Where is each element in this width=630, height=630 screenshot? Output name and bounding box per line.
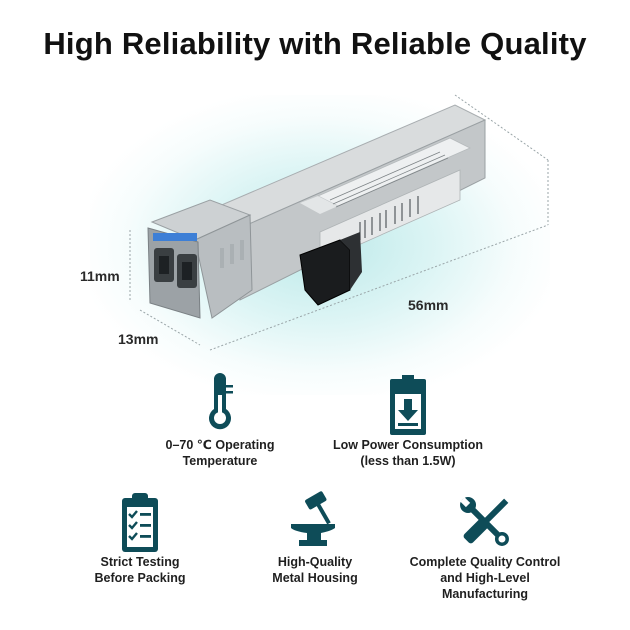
feature-metal-line1: High-Quality <box>277 555 353 569</box>
feature-temperature-line1: 0–70 ℃ Operating <box>165 438 275 452</box>
feature-temperature-line2: Temperature <box>182 454 258 468</box>
feature-quality-control: Complete Quality Control and High-Level … <box>395 490 575 602</box>
page-title: High Reliability with Reliable Quality <box>43 26 587 61</box>
feature-power-line1: Low Power Consumption <box>333 438 483 452</box>
sfp-module-illustration <box>129 94 549 351</box>
feature-quality-line1: Complete Quality Control <box>409 555 561 569</box>
anvil-hammer-icon <box>291 491 335 546</box>
clipboard-checklist-icon <box>122 493 158 552</box>
feature-power: Low Power Consumption (less than 1.5W) <box>318 373 498 469</box>
feature-metal-housing: High-Quality Metal Housing <box>245 490 385 586</box>
dimension-height-label: 11mm <box>80 268 120 284</box>
feature-metal-line2: Metal Housing <box>272 571 358 585</box>
feature-temperature: 0–70 ℃ Operating Temperature <box>140 373 300 469</box>
feature-quality-line3: Manufacturing <box>441 587 529 601</box>
feature-power-line2: (less than 1.5W) <box>360 454 456 468</box>
feature-testing: Strict Testing Before Packing <box>70 490 210 586</box>
feature-testing-line2: Before Packing <box>94 571 186 585</box>
feature-testing-line1: Strict Testing <box>100 555 180 569</box>
battery-icon <box>390 375 426 435</box>
feature-quality-line2: and High-Level <box>440 571 530 585</box>
thermometer-icon <box>209 373 233 430</box>
dimension-width-label: 13mm <box>118 331 159 347</box>
dimension-length-label: 56mm <box>408 297 449 313</box>
wrench-screwdriver-icon <box>460 497 509 546</box>
